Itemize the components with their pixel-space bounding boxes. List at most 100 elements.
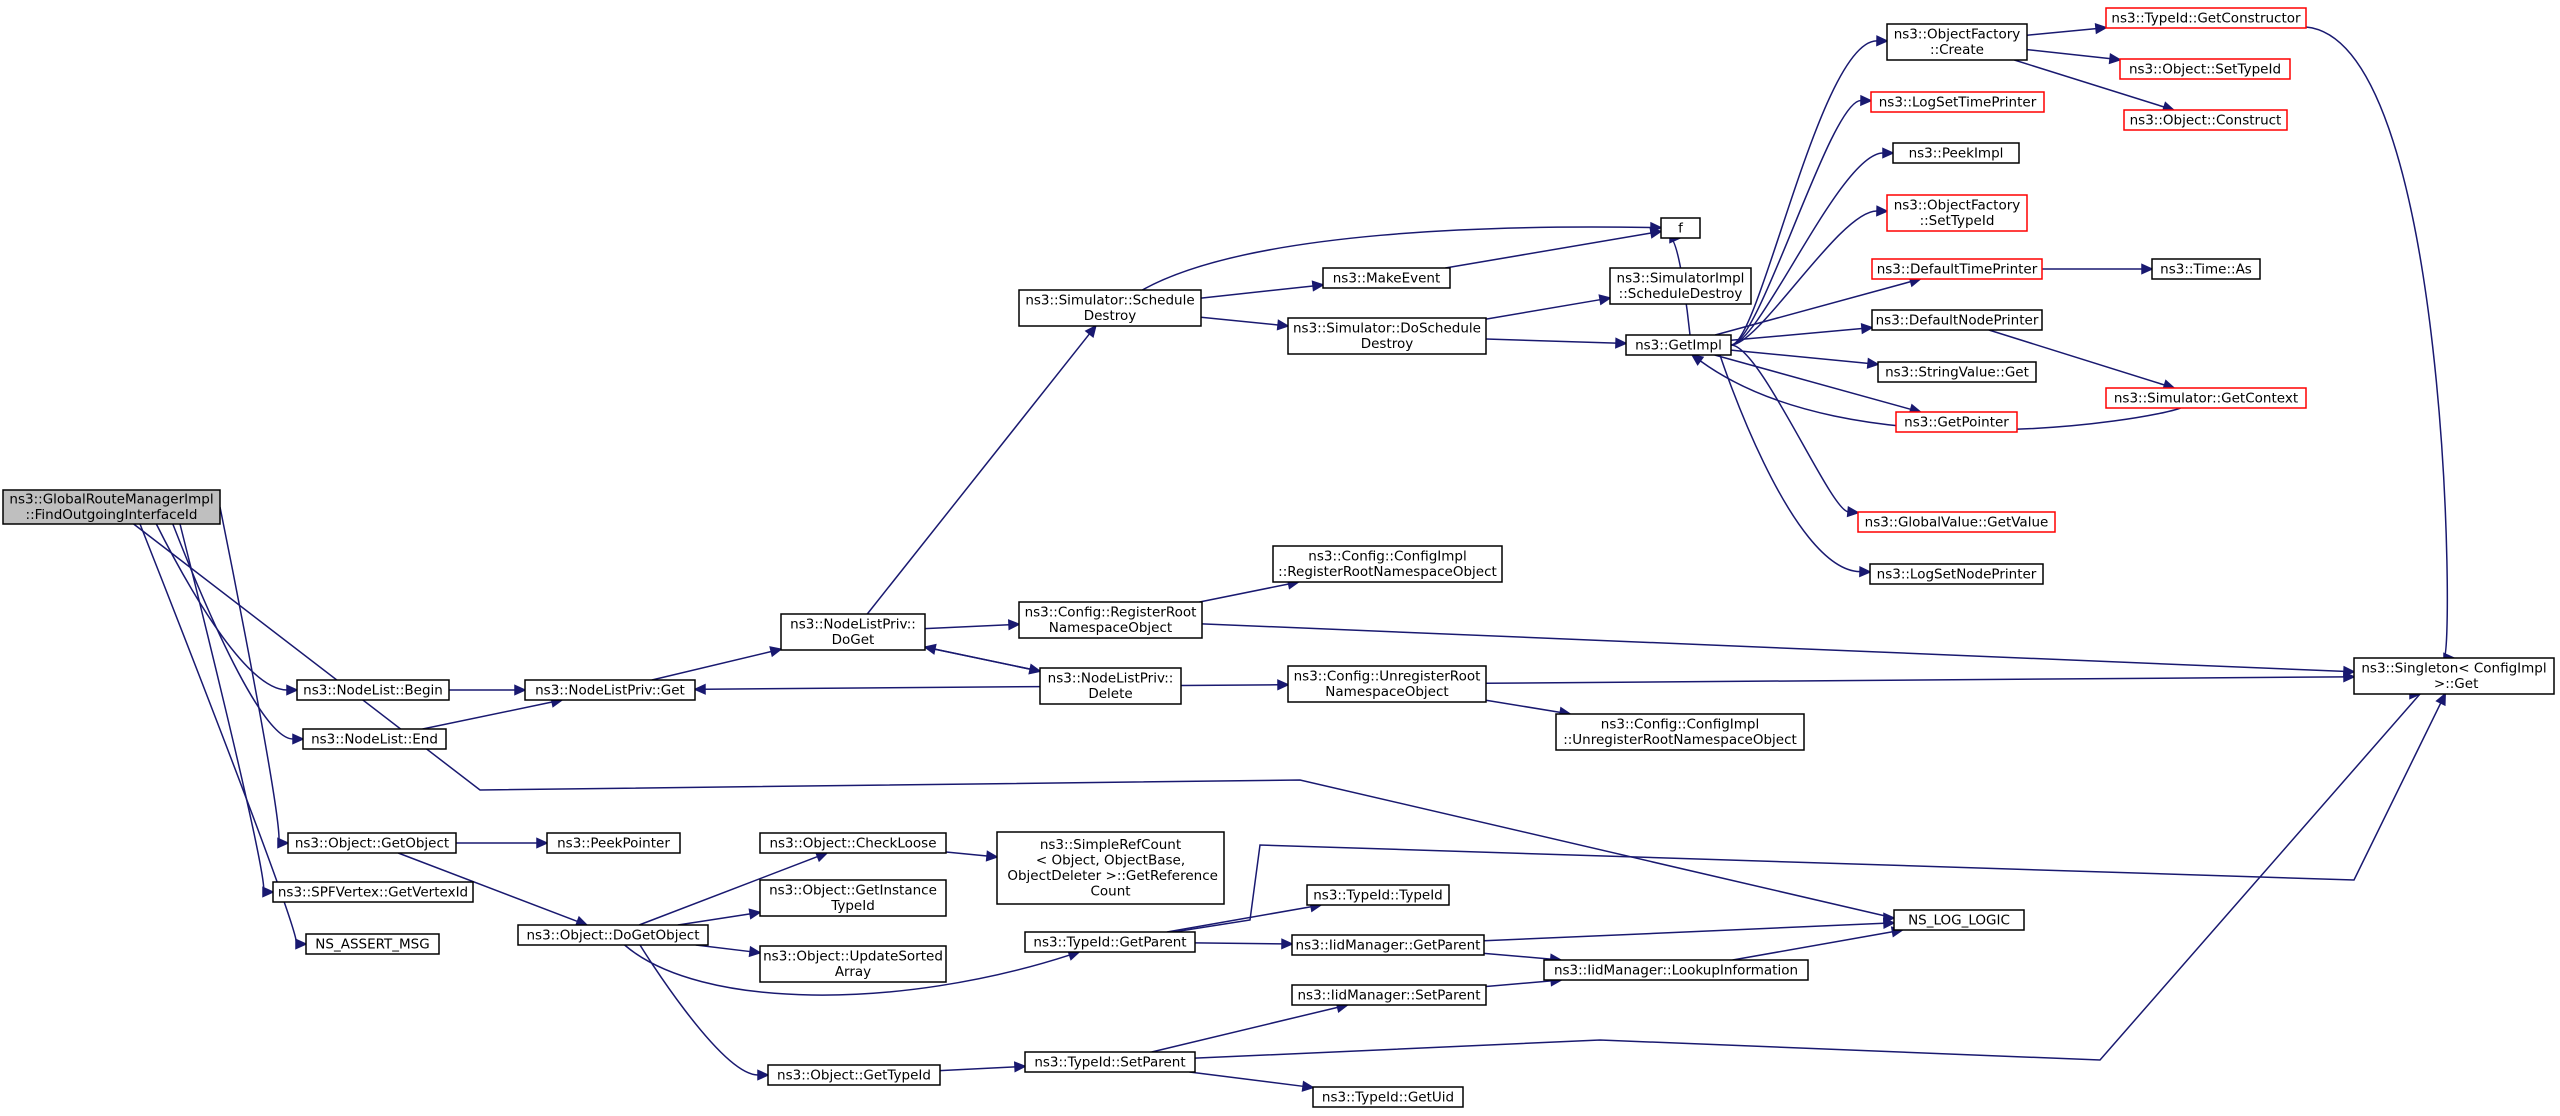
node-makeevent[interactable]: ns3::MakeEvent — [1322, 267, 1451, 289]
node-label: ns3::Object::SetTypeId — [2129, 61, 2281, 77]
node-box — [759, 945, 947, 983]
edge-nodelistpriv_doget-to-config_register — [924, 619, 1021, 631]
node-box — [1886, 23, 2028, 61]
node-sim-schedule-destroy[interactable]: ns3::Simulator::ScheduleDestroy — [1018, 289, 1202, 327]
node-box — [1886, 194, 2028, 232]
node-config-register[interactable]: ns3::Config::RegisterRootNamespaceObject — [1018, 601, 1203, 639]
node-peekpointer[interactable]: ns3::PeekPointer — [546, 832, 681, 854]
node-box — [1543, 959, 1809, 981]
node-object-construct[interactable]: ns3::Object::Construct — [2123, 109, 2288, 131]
node-iidmanager-lookupinformation[interactable]: ns3::IidManager::LookupInformation — [1543, 959, 1809, 981]
edge-line — [1180, 684, 1279, 687]
node-objectfactory-create[interactable]: ns3::ObjectFactory::Create — [1886, 23, 2028, 61]
node-iidmanager-setparent[interactable]: ns3::IidManager::SetParent — [1291, 984, 1487, 1006]
node-iidmanager-getparent[interactable]: ns3::IidManager::GetParent — [1291, 934, 1485, 956]
node-simimpl-schedule-destroy[interactable]: ns3::SimulatorImpl::ScheduleDestroy — [1609, 267, 1752, 305]
node-label: ns3::IidManager::SetParent — [1298, 987, 1481, 1003]
node-label: ns3::Object::GetInstance — [769, 883, 937, 899]
node-typeid-getparent[interactable]: ns3::TypeId::GetParent — [1024, 931, 1196, 953]
node-object-getobject[interactable]: ns3::Object::GetObject — [287, 832, 457, 854]
node-f[interactable]: f — [1660, 217, 1701, 239]
node-root[interactable]: ns3::GlobalRouteManagerImpl::FindOutgoin… — [2, 489, 221, 525]
node-label: ns3::GetImpl — [1635, 337, 1722, 353]
node-simplerefcount[interactable]: ns3::SimpleRefCount< Object, ObjectBase,… — [996, 831, 1225, 905]
edge-line — [1730, 327, 1863, 342]
node-spf-getvertexid[interactable]: ns3::SPFVertex::GetVertexId — [272, 881, 474, 903]
edge-nodelistpriv_delete-to-nodelistpriv_doget — [923, 643, 1041, 672]
edge-object_getobject-to-peekpointer — [456, 837, 549, 849]
node-box — [1870, 91, 2045, 113]
node-object-settypeid[interactable]: ns3::Object::SetTypeId — [2119, 58, 2291, 80]
edge-config_register-to-configimpl_register — [1199, 578, 1301, 603]
node-defaulttimeprinter[interactable]: ns3::DefaultTimePrinter — [1871, 258, 2043, 280]
node-label: ns3::TypeId::GetUid — [1322, 1089, 1454, 1105]
node-typeid-getconstructor[interactable]: ns3::TypeId::GetConstructor — [2105, 7, 2307, 29]
node-nodelistpriv-get[interactable]: ns3::NodeListPriv::Get — [524, 679, 696, 701]
node-label: ns3::Time::As — [2160, 261, 2252, 277]
edge-typeid_getparent-to-typeid_typeid — [1166, 901, 1323, 933]
node-logsettimeprinter[interactable]: ns3::LogSetTimePrinter — [1870, 91, 2045, 113]
node-configimpl-register[interactable]: ns3::Config::ConfigImpl::RegisterRootNam… — [1272, 545, 1503, 583]
edge-line — [1199, 583, 1289, 603]
node-label: ns3::LogSetNodePrinter — [1877, 566, 2037, 582]
edge-line — [677, 913, 751, 926]
node-label: TypeId — [830, 898, 875, 914]
node-time-as[interactable]: ns3::Time::As — [2151, 258, 2261, 280]
edge-arrowhead — [1276, 319, 1290, 331]
node-label: ns3::IidManager::GetParent — [1296, 937, 1481, 953]
node-box — [1609, 267, 1752, 305]
node-box — [2105, 387, 2307, 409]
node-configimpl-unregister[interactable]: ns3::Config::ConfigImpl::UnregisterRootN… — [1555, 713, 1805, 751]
node-label: ns3::Simulator::GetContext — [2114, 390, 2298, 406]
node-globalvalue-getvalue[interactable]: ns3::GlobalValue::GetValue — [1857, 511, 2056, 533]
node-nodelistpriv-doget[interactable]: ns3::NodeListPriv::DoGet — [780, 613, 926, 651]
node-object-gettypeid[interactable]: ns3::Object::GetTypeId — [767, 1064, 941, 1086]
edge-arrowhead — [2435, 692, 2446, 707]
node-label: ::RegisterRootNamespaceObject — [1278, 564, 1497, 580]
node-box — [2123, 109, 2288, 131]
edge-arrowhead — [1860, 94, 1873, 107]
edge-line — [924, 623, 1010, 630]
node-typeid-setparent[interactable]: ns3::TypeId::SetParent — [1024, 1051, 1196, 1073]
node-typeid-typeid[interactable]: ns3::TypeId::TypeId — [1306, 884, 1450, 906]
edge-arrowhead — [769, 646, 783, 658]
node-box — [1869, 563, 2044, 585]
edge-typeid_getparent-to-iidmanager_getparent — [1194, 938, 1294, 950]
edge-defaulttimeprinter-to-time_as — [2042, 263, 2154, 275]
node-simulator-getcontext[interactable]: ns3::Simulator::GetContext — [2105, 387, 2307, 409]
edge-line — [934, 648, 1041, 672]
node-config-unregister[interactable]: ns3::Config::UnregisterRootNamespaceObje… — [1287, 665, 1487, 703]
edge-line — [1485, 298, 1601, 320]
node-box — [1322, 267, 1451, 289]
edge-arrowhead — [1598, 294, 1612, 306]
node-ns-assert-msg[interactable]: NS_ASSERT_MSG — [305, 933, 440, 955]
node-peekimpl[interactable]: ns3::PeekImpl — [1892, 142, 2020, 164]
edge-line — [939, 1066, 1016, 1072]
node-box — [1877, 361, 2037, 383]
node-box — [1871, 258, 2043, 280]
node-typeid-getuid[interactable]: ns3::TypeId::GetUid — [1312, 1086, 1464, 1108]
node-label: ns3::Object::DoGetObject — [526, 927, 699, 943]
node-nodelist-begin[interactable]: ns3::NodeList::Begin — [296, 679, 450, 701]
edge-sim_doschedule_destroy-to-getimpl — [1485, 337, 1628, 349]
node-box — [296, 679, 450, 701]
node-objectfactory-settypeid[interactable]: ns3::ObjectFactory::SetTypeId — [1886, 194, 2028, 232]
node-box — [2119, 58, 2291, 80]
node-object-checkloose[interactable]: ns3::Object::CheckLoose — [759, 832, 947, 854]
node-getimpl[interactable]: ns3::GetImpl — [1625, 334, 1732, 356]
node-nodelist-end[interactable]: ns3::NodeList::End — [302, 728, 447, 750]
node-ns-log-logic[interactable]: NS_LOG_LOGIC — [1893, 909, 2025, 931]
node-nodelistpriv-delete[interactable]: ns3::NodeListPriv::Delete — [1039, 667, 1182, 705]
node-getpointer[interactable]: ns3::GetPointer — [1895, 411, 2018, 433]
edge-line — [704, 685, 1041, 690]
edge-line — [866, 333, 1091, 615]
node-logsetnodeprinter[interactable]: ns3::LogSetNodePrinter — [1869, 563, 2044, 585]
node-singleton-get[interactable]: ns3::Singleton< ConfigImpl >::Get — [2353, 657, 2555, 695]
node-stringvalue-get[interactable]: ns3::StringValue::Get — [1877, 361, 2037, 383]
node-defaultnodeprinter[interactable]: ns3::DefaultNodePrinter — [1871, 309, 2043, 331]
node-object-dogetobject[interactable]: ns3::Object::DoGetObject — [517, 924, 709, 946]
